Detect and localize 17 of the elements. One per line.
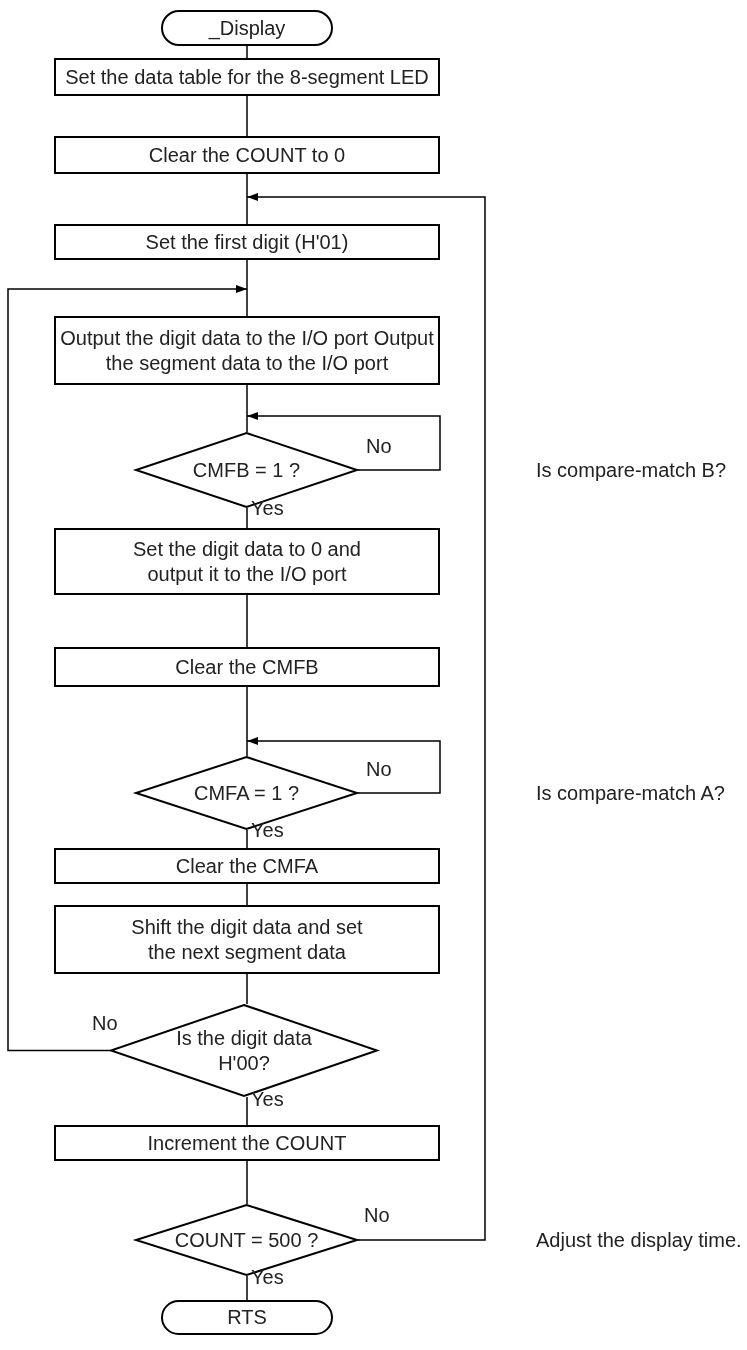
edge-label: No	[366, 758, 392, 780]
annotation-text: Is compare-match B?	[536, 459, 727, 481]
process-box: Output the digit data to the I/O port Output the segment data to the I/O port	[54, 316, 440, 385]
process-box: Set the first digit (H'01)	[54, 224, 440, 260]
process-box: Set the digit data to 0 and output it to the I/O port	[54, 528, 440, 595]
annotation-text: Is compare-match A?	[536, 782, 725, 804]
terminal-box: _Display	[161, 10, 333, 46]
process-box: Increment the COUNT	[54, 1125, 440, 1161]
process-box: Set the data table for the 8-segment LED	[54, 58, 440, 96]
terminal-box: RTS	[161, 1300, 333, 1335]
process-box: Shift the digit data and set the next segment data	[54, 905, 440, 974]
edge-label: No	[364, 1204, 390, 1226]
annotation-text: Adjust the display time.	[536, 1229, 742, 1251]
edge-label: No	[366, 435, 392, 457]
process-box: Clear the COUNT to 0	[54, 136, 440, 174]
process-box: Clear the CMFA	[54, 848, 440, 884]
process-box: Clear the CMFB	[54, 647, 440, 687]
